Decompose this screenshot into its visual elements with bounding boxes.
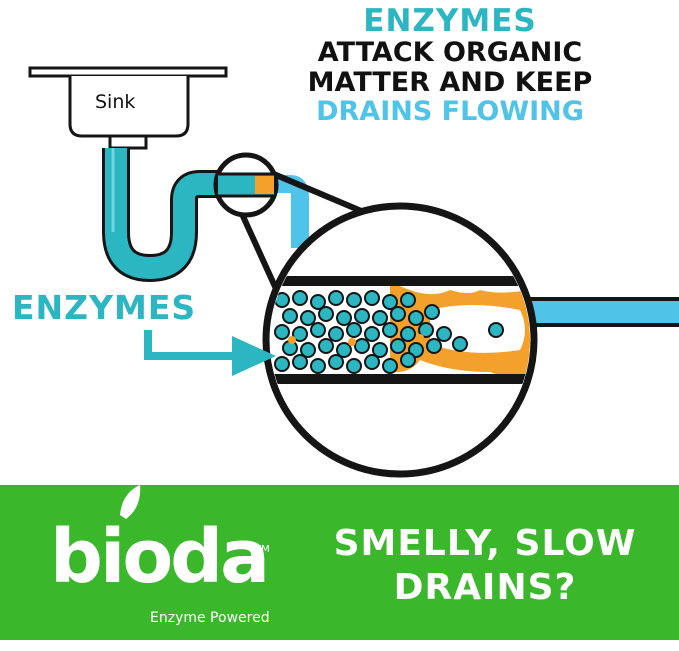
headline-line-1: ENZYMES — [363, 3, 537, 39]
enzyme-particle — [372, 342, 388, 358]
enzyme-particle — [424, 304, 440, 320]
enzyme-particle — [400, 352, 416, 368]
enzyme-particle — [346, 358, 362, 374]
enzyme-particle — [382, 294, 398, 310]
enzyme-particle — [310, 358, 326, 374]
enzyme-particle — [488, 322, 504, 338]
enzyme-particle — [274, 356, 290, 372]
sink-label: Sink — [95, 91, 136, 113]
enzymes-arrow — [144, 330, 276, 376]
enzyme-particle — [292, 326, 308, 342]
enzyme-particle — [274, 324, 290, 340]
organic-particle — [288, 336, 296, 344]
outlet-pipe-lower — [520, 297, 679, 327]
large-zoom-circle — [262, 202, 538, 478]
enzyme-particle — [436, 326, 452, 342]
enzyme-particle — [346, 322, 362, 338]
leaf-icon — [120, 485, 141, 519]
enzyme-particle — [346, 292, 362, 308]
green-banner — [0, 485, 679, 640]
enzyme-particle — [336, 310, 352, 326]
drain-diagram — [28, 66, 679, 478]
banner-question: SMELLY, SLOW DRAINS? — [300, 522, 670, 610]
headline-line-3: MATTER AND KEEP — [307, 66, 593, 98]
enzyme-particle — [310, 294, 326, 310]
organic-particle — [348, 338, 356, 346]
enzyme-particle — [310, 322, 326, 338]
enzyme-particle — [300, 342, 316, 358]
enzyme-particle — [318, 306, 334, 322]
enzyme-particle — [382, 358, 398, 374]
enzyme-particle — [328, 326, 344, 342]
brand-tagline: Enzyme Powered — [150, 610, 270, 626]
enzyme-particle — [318, 338, 334, 354]
enzyme-particle — [400, 326, 416, 342]
enzyme-particle — [390, 338, 406, 354]
p-trap-pipe — [102, 148, 220, 282]
enzyme-particle — [328, 290, 344, 306]
headline-line-2: ATTACK ORGANIC — [317, 37, 583, 69]
sink-basin — [28, 66, 228, 150]
headline: ENZYMES ATTACK ORGANIC MATTER AND KEEP D… — [270, 4, 630, 127]
brand-name: bioda — [50, 514, 270, 600]
enzyme-particle — [400, 292, 416, 308]
enzyme-particle — [382, 322, 398, 338]
small-zoom-circle — [213, 152, 279, 218]
question-line-1: SMELLY, SLOW — [333, 523, 637, 564]
enzyme-particle — [452, 336, 468, 352]
enzyme-particle — [426, 338, 442, 354]
trademark: TM — [255, 544, 270, 555]
enzyme-particle — [328, 354, 344, 370]
enzyme-particle — [292, 290, 308, 306]
enzyme-particle — [364, 326, 380, 342]
enzyme-particle — [364, 290, 380, 306]
enzyme-particle — [354, 338, 370, 354]
enzyme-particle — [408, 310, 424, 326]
headline-line-4: DRAINS FLOWING — [316, 96, 584, 128]
organic-particle — [416, 334, 424, 342]
enzyme-particle — [300, 310, 316, 326]
enzymes-label: ENZYMES — [12, 288, 197, 327]
enzyme-particle — [372, 310, 388, 326]
enzyme-particles — [274, 290, 504, 374]
enzyme-particle — [364, 354, 380, 370]
enzyme-particle — [336, 342, 352, 358]
enzyme-particle — [418, 322, 434, 338]
enzyme-particle — [292, 354, 308, 370]
enzyme-particle — [354, 308, 370, 324]
question-line-2: DRAINS? — [393, 566, 577, 608]
enzyme-particle — [390, 306, 406, 322]
enzyme-particle — [282, 308, 298, 324]
